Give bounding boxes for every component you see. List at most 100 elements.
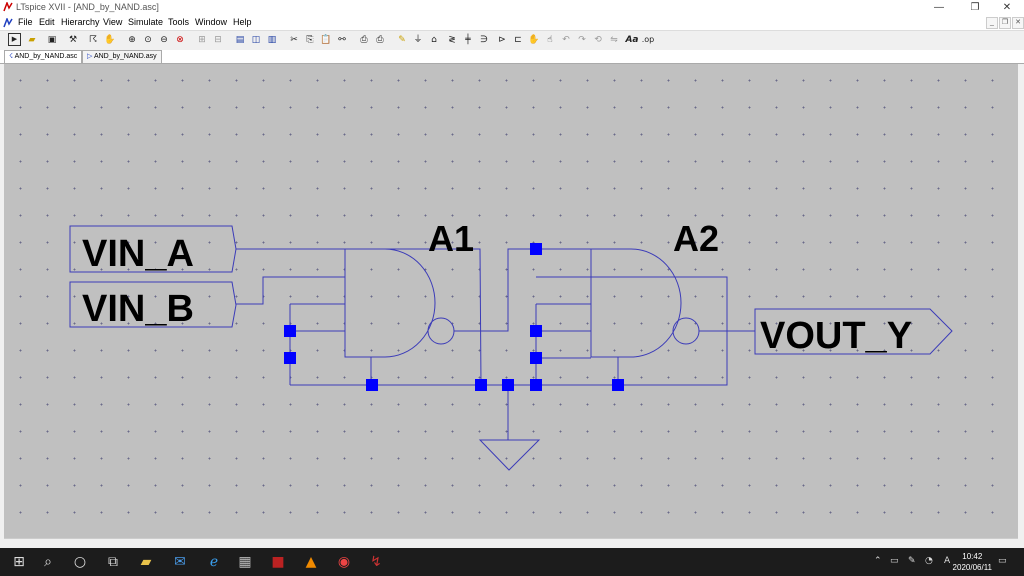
cascade-icon[interactable]: ◫ [251, 35, 261, 45]
mdi-close-button[interactable]: ✕ [1012, 17, 1024, 29]
ltspice-doc-icon[interactable] [3, 18, 13, 28]
ime-indicator[interactable]: A [944, 556, 951, 566]
capacitor-icon[interactable]: ╪ [465, 35, 471, 45]
menu-simulate[interactable]: Simulate [128, 17, 164, 27]
spice-directive-button[interactable]: .op [641, 35, 655, 44]
tile-vertical-icon[interactable]: ▥ [267, 35, 277, 45]
schematic-drawing[interactable]: VIN_A VIN_B VOUT_Y A1 A2 [4, 64, 1018, 538]
windows-start-icon[interactable]: ⊞ [13, 554, 25, 570]
vin-a-port[interactable] [69, 225, 237, 273]
zoom-in-icon[interactable]: ⊕ [128, 35, 136, 45]
window-title: LTspice XVII - [AND_by_NAND.asc] [16, 2, 159, 12]
pan-hand-icon[interactable]: ✋ [104, 35, 116, 45]
undo-icon[interactable]: ↶ [562, 35, 570, 45]
redo-icon[interactable]: ↷ [578, 35, 586, 45]
ltspice-taskbar-icon[interactable]: ↯ [370, 554, 382, 570]
menu-file[interactable]: File [18, 17, 33, 27]
ground-icon[interactable]: ⏚ [413, 35, 423, 45]
a1-output-bubble [427, 317, 455, 345]
print-preview-icon[interactable]: ⎙ [360, 35, 368, 45]
notifications-icon[interactable]: ▭ [998, 556, 1007, 566]
ground-symbol[interactable] [478, 439, 541, 471]
grid-icon[interactable]: ⊟ [214, 35, 222, 45]
zoom-out-icon[interactable]: ⊖ [160, 35, 168, 45]
menu-hierarchy[interactable]: Hierarchy [61, 17, 100, 27]
wires[interactable] [236, 248, 755, 471]
horizontal-scrollbar[interactable] [4, 538, 1018, 549]
search-icon[interactable]: ⌕ [44, 554, 52, 570]
menu-view[interactable]: View [103, 17, 123, 27]
a2-label: A2 [673, 218, 719, 259]
paste-icon[interactable]: 📋 [320, 35, 332, 45]
autorange-icon[interactable]: ⊞ [198, 35, 206, 45]
schematic-tab-icon: ☇ [9, 53, 14, 60]
battery-icon[interactable]: ▭ [890, 556, 899, 566]
draw-wire-pencil-icon[interactable]: ✎ [398, 35, 406, 45]
file-explorer-icon[interactable]: ▰ [140, 554, 152, 570]
net-label-icon[interactable]: ⌂ [431, 35, 437, 45]
vlc-icon[interactable]: ▲ [305, 554, 317, 570]
chrome-icon[interactable]: ◉ [337, 554, 351, 570]
menu-help[interactable]: Help [233, 17, 252, 27]
text-tool-button[interactable]: Aa [625, 35, 639, 45]
mdi-minimize-button[interactable]: _ [986, 17, 998, 29]
close-button[interactable]: ✕ [1002, 2, 1012, 13]
print-icon[interactable]: ⎙ [376, 35, 384, 45]
mdi-restore-button[interactable]: ❐ [999, 17, 1011, 29]
tab-label: AND_by_NAND.asy [93, 53, 157, 60]
menu-tools[interactable]: Tools [168, 17, 190, 27]
network-icon[interactable]: ◔ [925, 556, 933, 566]
run-icon[interactable]: ▶ [8, 33, 21, 46]
clock-date: 2020/06/11 [952, 563, 992, 572]
menu-window[interactable]: Window [195, 17, 228, 27]
menu-edit[interactable]: Edit [39, 17, 55, 27]
find-binoculars-icon[interactable]: ⚯ [338, 35, 346, 45]
schematic-canvas[interactable]: VIN_A VIN_B VOUT_Y A1 A2 [4, 64, 1018, 538]
resistor-icon[interactable]: ≷ [448, 35, 456, 45]
vin-a-label: VIN_A [82, 233, 194, 275]
inductor-icon[interactable]: ∋ [480, 35, 488, 45]
zoom-fit-icon[interactable]: ⊗ [176, 35, 184, 45]
clock[interactable]: 10:42 2020/06/11 [953, 551, 992, 573]
ltspice-app-icon [3, 2, 13, 12]
a1-label: A1 [428, 218, 474, 259]
run-man-icon[interactable]: ☈ [88, 35, 98, 45]
title-bar: LTspice XVII - [AND_by_NAND.asc] — ❐ ✕ [0, 0, 1024, 16]
show-hidden-icons-icon[interactable]: ⌃ [874, 556, 882, 566]
mail-icon[interactable]: ✉ [174, 554, 186, 570]
mirror-icon[interactable]: ⇋ [610, 35, 618, 45]
tab-schematic[interactable]: ☇ AND_by_NAND.asc [4, 50, 83, 63]
open-folder-icon[interactable]: ▰ [28, 35, 36, 45]
store-icon[interactable]: ▦ [238, 554, 252, 570]
junctions [284, 243, 624, 391]
drag-hand-icon[interactable]: ☝ [547, 35, 553, 45]
document-tabs: ☇ AND_by_NAND.asc ▷ AND_by_NAND.asy [0, 50, 1024, 64]
copy-icon[interactable]: ⎘ [306, 35, 314, 45]
pen-icon[interactable]: ✎ [908, 556, 916, 566]
zoom-pan-icon[interactable]: ⊙ [144, 35, 152, 45]
cut-icon[interactable]: ✂ [290, 35, 298, 45]
minimize-button[interactable]: — [934, 2, 944, 13]
vout-y-port[interactable] [754, 308, 953, 355]
diode-icon[interactable]: ⊳ [498, 35, 506, 45]
cortana-icon[interactable]: ○ [73, 554, 87, 570]
toolbar: ▶ ▰ ▣ ⚒ ☈ ✋ ⊕ ⊙ ⊖ ⊗ ⊞ ⊟ ▤ ◫ ▥ ✂ ⎘ 📋 ⚯ ⎙ … [0, 30, 1024, 51]
tile-horizontal-icon[interactable]: ▤ [235, 35, 245, 45]
vout-y-label: VOUT_Y [760, 315, 912, 357]
tab-symbol[interactable]: ▷ AND_by_NAND.asy [82, 50, 162, 63]
taskbar: ⊞ ⌕ ○ ⧉ ▰ ✉ ℯ ▦ ■ ▲ ◉ ↯ ⌃ ▭ ✎ ◔ A 10:42 … [0, 548, 1024, 576]
vin-b-port[interactable] [69, 281, 237, 328]
a2-output-bubble [672, 317, 700, 345]
app-icon[interactable]: ■ [271, 554, 285, 570]
control-panel-hammer-icon[interactable]: ⚒ [68, 35, 78, 45]
restore-button[interactable]: ❐ [970, 2, 980, 13]
rotate-icon[interactable]: ⟲ [594, 35, 602, 45]
nand-gate-a2[interactable] [590, 248, 682, 358]
nand-gate-a1[interactable] [344, 248, 436, 358]
component-icon[interactable]: ⊏ [514, 35, 522, 45]
task-view-icon[interactable]: ⧉ [108, 554, 118, 570]
vin-b-label: VIN_B [82, 288, 194, 330]
save-icon[interactable]: ▣ [47, 35, 57, 45]
edge-browser-icon[interactable]: ℯ [209, 554, 219, 570]
move-hand-icon[interactable]: ✋ [528, 35, 540, 45]
